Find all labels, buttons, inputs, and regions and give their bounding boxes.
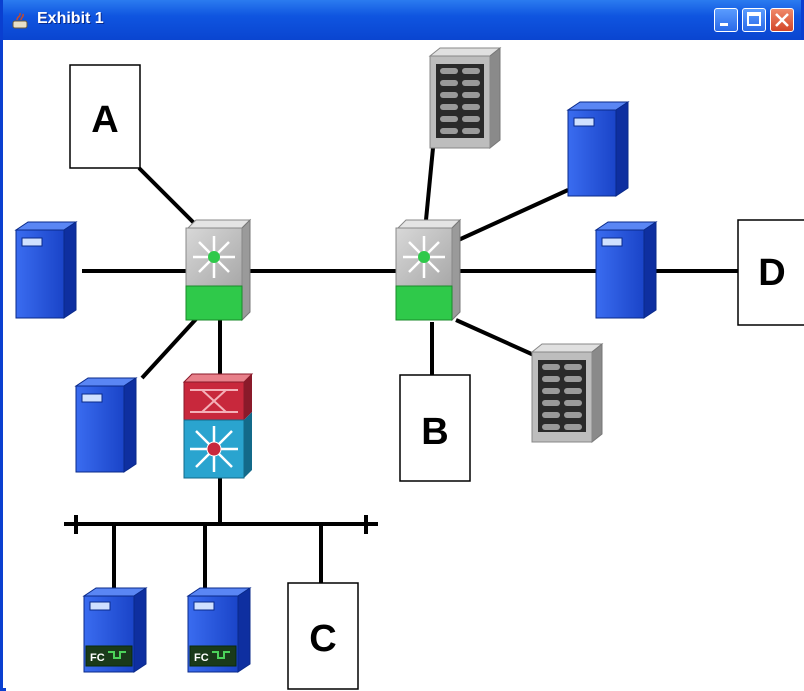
fc-badge-1: FC (90, 652, 105, 664)
link-server-left-lower (140, 316, 199, 380)
close-icon (775, 13, 789, 27)
links (64, 147, 766, 588)
label-b: B (421, 411, 448, 453)
diagram-canvas: A B C D (6, 40, 804, 691)
l3-switch-icon (183, 412, 252, 479)
label-d: D (758, 252, 785, 294)
link-storage-right (455, 318, 537, 358)
title-bar[interactable]: Exhibit 1 (3, 0, 801, 40)
switch-left-icon (185, 218, 252, 322)
firewall-module-icon (182, 373, 254, 421)
maximize-button[interactable] (742, 8, 766, 32)
label-a: A (91, 99, 118, 141)
server-left-icon (14, 221, 78, 319)
window-title: Exhibit 1 (37, 10, 104, 27)
label-b-box: B (399, 374, 471, 482)
label-d-box: D (737, 219, 804, 326)
close-button[interactable] (770, 8, 794, 32)
link-storage-top (424, 147, 435, 221)
maximize-icon (747, 12, 761, 26)
minimize-button[interactable] (714, 8, 738, 32)
storage-right-icon (530, 342, 604, 444)
minimize-icon (720, 23, 728, 26)
server-top-right-icon (566, 101, 630, 197)
java-app-icon (12, 12, 28, 29)
switch-right-icon (395, 218, 462, 322)
link-server-top-right (453, 188, 569, 244)
server-right-icon (594, 221, 658, 319)
network-diagram: A B C D (14, 46, 804, 690)
server-lower-left-icon (74, 377, 138, 473)
fc-badge-2: FC (194, 652, 209, 664)
fc-server-2-icon: FC (186, 587, 252, 673)
label-a-box: A (69, 64, 141, 169)
storage-top-icon (428, 46, 502, 150)
link-a (137, 166, 201, 230)
fc-server-1-icon: FC (82, 587, 148, 673)
label-c: C (309, 618, 336, 660)
label-c-box: C (287, 582, 359, 690)
